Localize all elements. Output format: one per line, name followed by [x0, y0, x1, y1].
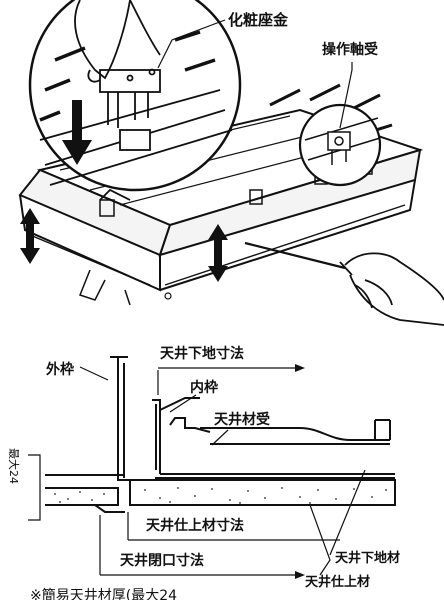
- dimension-lines: [28, 364, 340, 579]
- finish-material-dimension-label: 天井仕上材寸法: [146, 517, 244, 534]
- down-arrow-icon: [62, 100, 92, 165]
- outer-frame-label: 外枠: [46, 361, 74, 378]
- detail-magnifier-bearing: [298, 103, 382, 187]
- inner-frame-label: 内枠: [190, 379, 218, 396]
- side-note: 最大24: [7, 448, 21, 484]
- detail-magnifier-washer: [28, 0, 242, 201]
- label-backdrop: [320, 38, 392, 58]
- ceiling-finish-material-label: 天井仕上材: [305, 574, 370, 590]
- section-drawing: [45, 356, 396, 513]
- up-down-arrow-icon-right: [208, 224, 228, 282]
- opening-dimension-label: 天井閉口寸法: [120, 552, 204, 569]
- leader-lines-section: [79, 366, 366, 576]
- bearing-label: 操作軸受: [322, 41, 378, 58]
- leader-lines-upper: [157, 19, 353, 129]
- ceiling-base-dimension-label: 天井下地寸法: [160, 345, 244, 362]
- finish-material-texture: [54, 487, 387, 504]
- up-down-arrow-icon-left: [20, 208, 40, 264]
- ceiling-support-label: 天井材受: [214, 411, 270, 428]
- washer-label: 化粧座金: [228, 11, 289, 29]
- screwdriver-hand-drawing: [244, 241, 444, 326]
- ceiling-base-material-label: 天井下地材: [335, 550, 400, 566]
- bottom-note: ※簡易天井材厚(最大24: [30, 588, 177, 600]
